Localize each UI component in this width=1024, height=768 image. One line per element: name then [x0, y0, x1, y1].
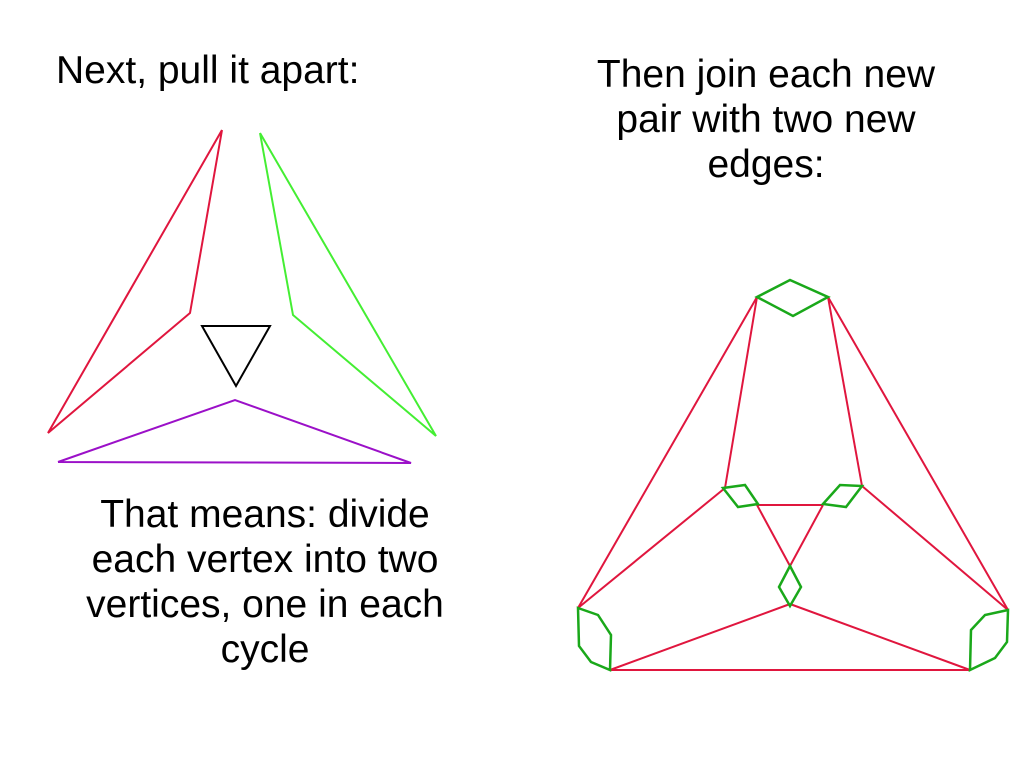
edge: [789, 603, 971, 671]
edge: [827, 296, 863, 487]
inner-triangle: [200, 325, 272, 389]
edge: [789, 504, 824, 567]
edge: [827, 296, 1009, 611]
purple-path: [57, 398, 412, 464]
vertex-pair-inner-bottom: [777, 563, 803, 609]
explanation-text: That means: divide each vertex into two …: [86, 493, 444, 671]
red-path: [47, 129, 223, 434]
vertex-pair-bottom-left: [576, 606, 613, 672]
vertex-pair-bottom-right: [968, 608, 1010, 673]
green-path: [259, 132, 437, 437]
edge: [861, 485, 1009, 611]
edge: [577, 487, 726, 609]
heading-left: Next, pull it apart:: [56, 49, 360, 92]
pulled-apart-diagram: [47, 129, 437, 464]
edge: [577, 296, 758, 609]
edge: [724, 296, 758, 489]
vertex-pair-inner-left: [720, 483, 761, 509]
edge: [756, 504, 791, 567]
heading-right: Then join each new pair with two new edg…: [596, 53, 936, 186]
vertex-pair-inner-right: [820, 483, 865, 509]
edge: [609, 603, 791, 671]
rejoined-diagram: [576, 278, 1010, 673]
vertex-pair-top: [754, 278, 831, 318]
